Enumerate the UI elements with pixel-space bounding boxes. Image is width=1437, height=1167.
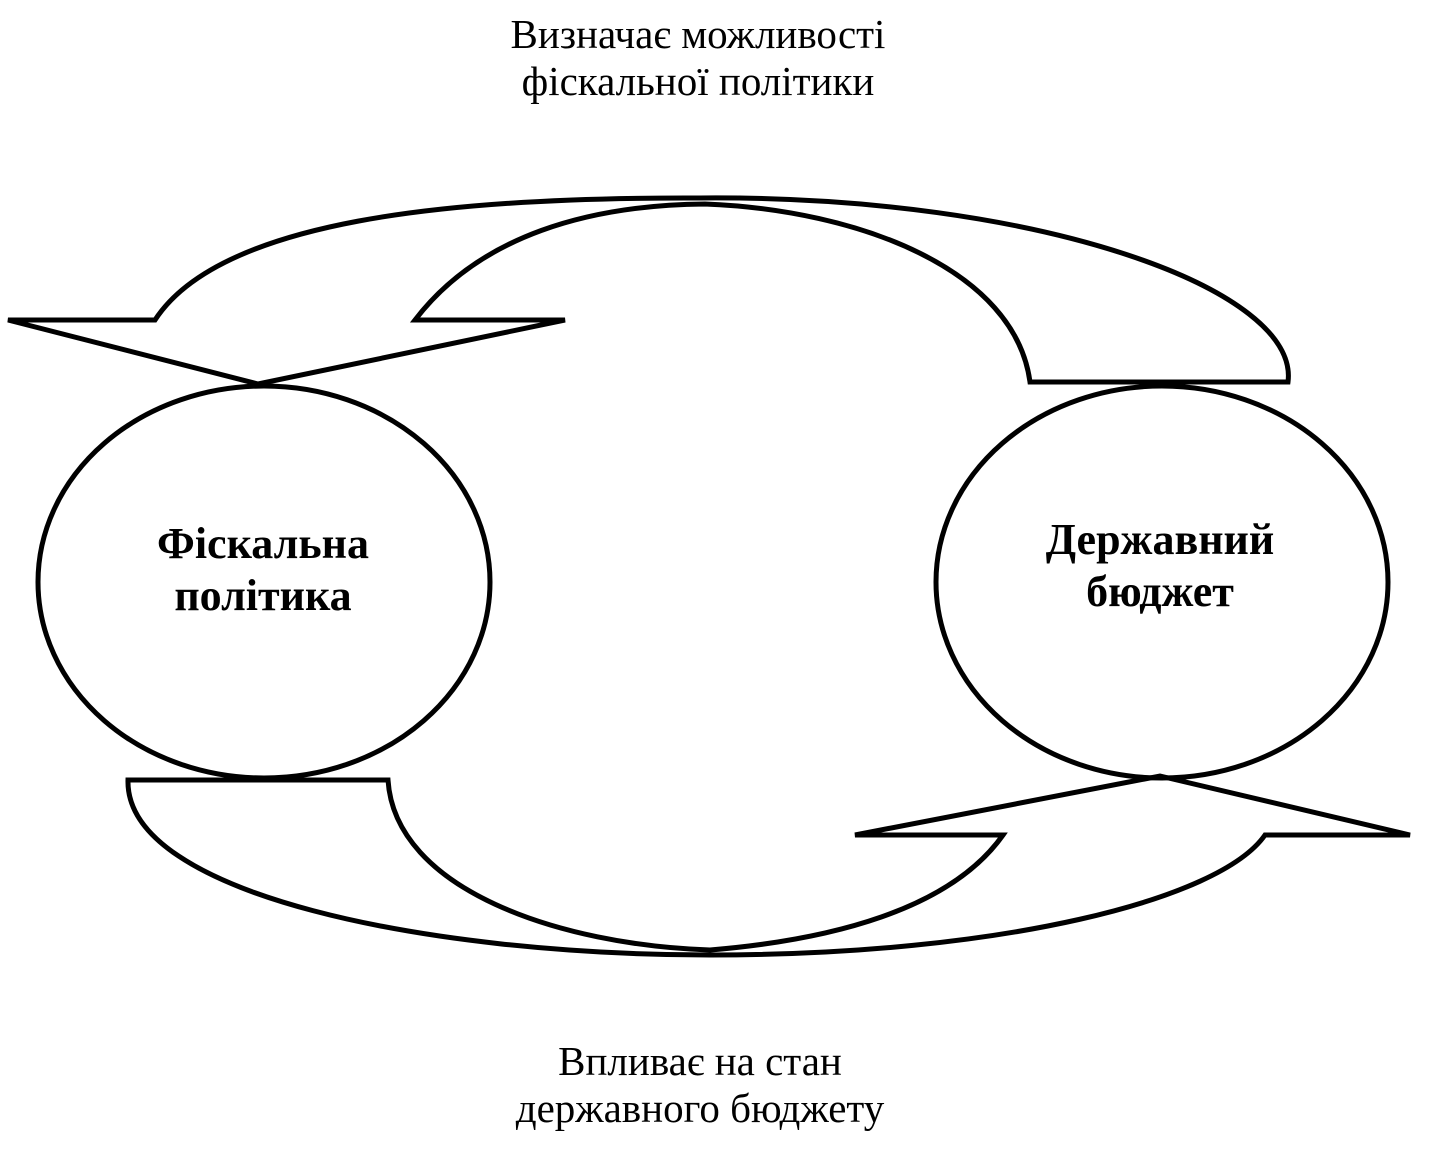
arrow-bottom-policy-to-budget bbox=[125, 773, 1411, 958]
caption-top: Визначає можливості фіскальної політики bbox=[448, 11, 948, 105]
caption-bottom-line2: державного бюджету bbox=[515, 1085, 885, 1131]
arrow-top-budget-to-policy bbox=[7, 195, 1291, 387]
caption-bottom: Впливає на стан державного бюджету bbox=[450, 1038, 950, 1132]
caption-bottom-line1: Впливає на стан bbox=[558, 1038, 842, 1084]
node-fiscal-policy-label: Фіскальна політика bbox=[113, 518, 413, 622]
node-state-budget-label: Державний бюджет bbox=[1010, 514, 1310, 618]
node-fiscal-policy-line1: Фіскальна bbox=[157, 519, 369, 568]
caption-top-line1: Визначає можливості bbox=[510, 11, 886, 57]
node-fiscal-policy-ellipse bbox=[35, 383, 493, 781]
node-state-budget-line2: бюджет bbox=[1086, 567, 1234, 616]
node-fiscal-policy-line2: політика bbox=[174, 571, 352, 620]
caption-top-line2: фіскальної політики bbox=[521, 58, 875, 104]
node-state-budget-line1: Державний bbox=[1045, 515, 1275, 564]
node-state-budget-ellipse bbox=[933, 383, 1391, 781]
